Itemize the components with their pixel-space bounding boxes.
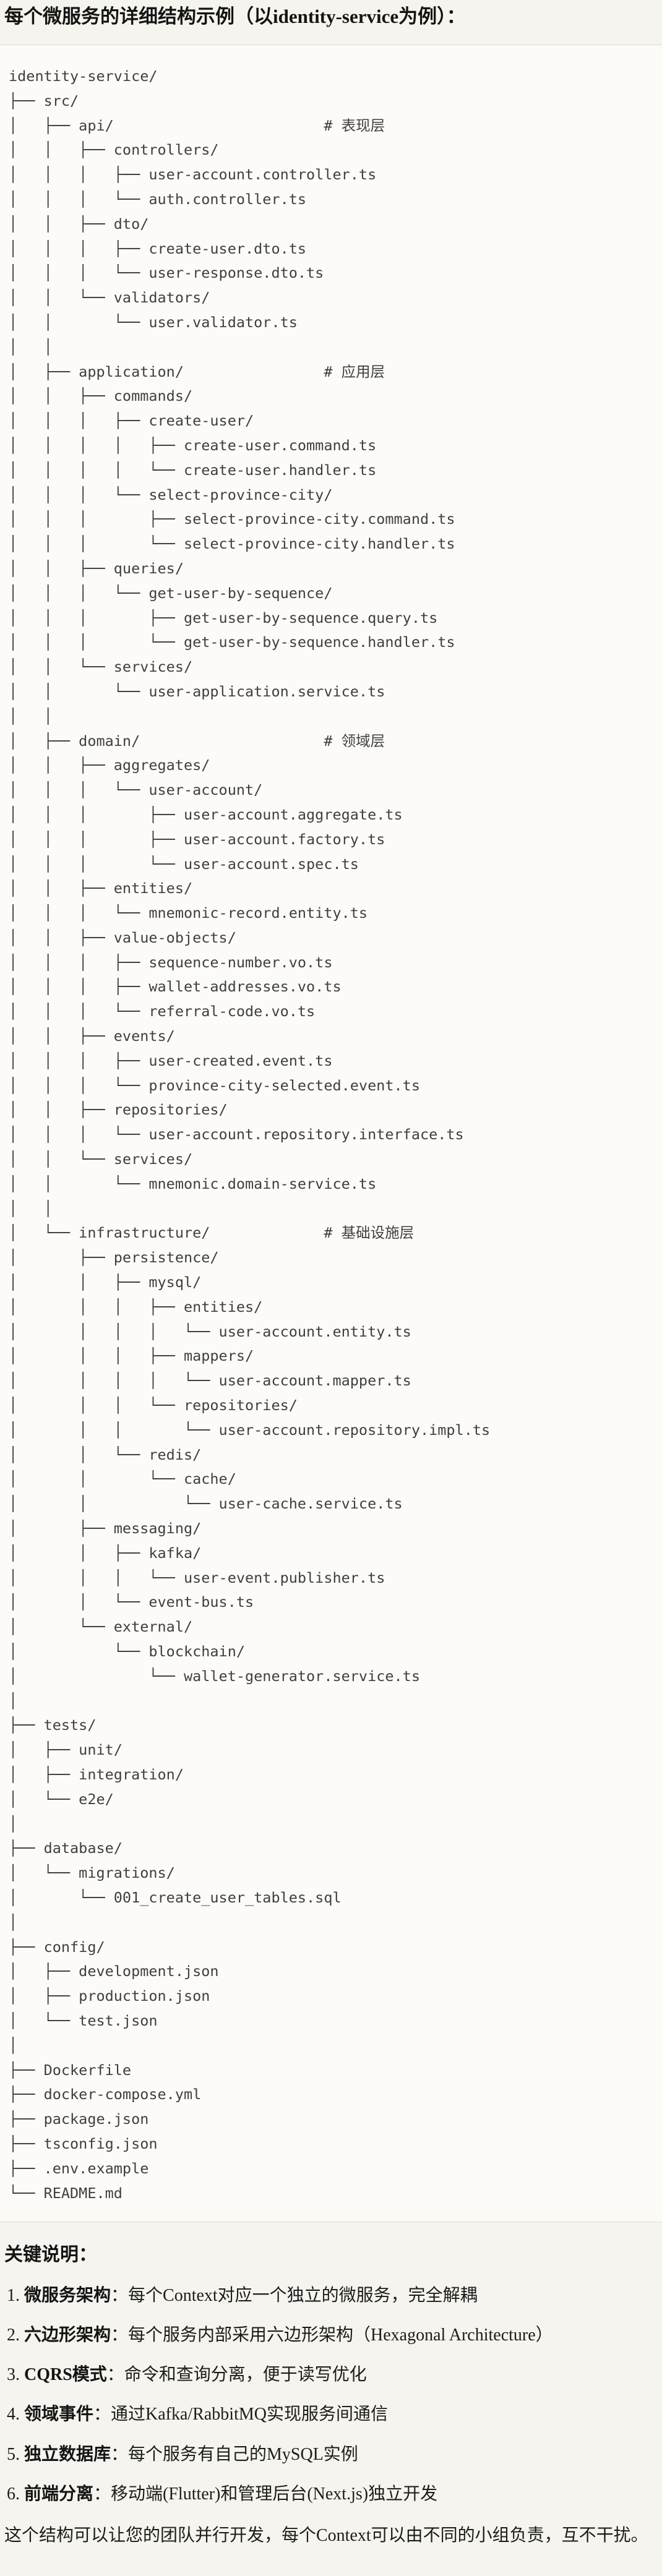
note-number: 1. <box>7 2285 20 2305</box>
note-term: 领域事件 <box>24 2405 94 2424</box>
key-notes-section: 关键说明： 1.微服务架构：每个Context对应一个独立的微服务，完全解耦 2… <box>0 2244 662 2576</box>
note-item-cqrs: 3.CQRS模式：命令和查询分离，便于读写优化 <box>4 2365 656 2385</box>
note-item-microservices: 1.微服务架构：每个Context对应一个独立的微服务，完全解耦 <box>4 2286 656 2306</box>
directory-tree: identity-service/ ├── src/ │ ├── api/ # … <box>9 67 491 2202</box>
note-item-hexagonal: 2.六边形架构：每个服务内部采用六边形架构（Hexagonal Architec… <box>4 2326 656 2345</box>
note-term: 六边形架构 <box>24 2326 111 2345</box>
note-description: ：每个服务内部采用六边形架构（Hexagonal Architecture） <box>111 2326 553 2345</box>
code-block: identity-service/ ├── src/ │ ├── api/ # … <box>0 45 662 2223</box>
note-item-independent-db: 5.独立数据库：每个服务有自己的MySQL实例 <box>4 2445 656 2465</box>
note-description: ：移动端(Flutter)和管理后台(Next.js)独立开发 <box>93 2484 438 2504</box>
note-term: CQRS模式 <box>24 2365 107 2385</box>
note-term: 独立数据库 <box>24 2444 111 2464</box>
note-item-frontend-separation: 6.前端分离：移动端(Flutter)和管理后台(Next.js)独立开发 <box>4 2484 656 2504</box>
note-description: ：每个Context对应一个独立的微服务，完全解耦 <box>111 2285 478 2305</box>
note-description: ：每个服务有自己的MySQL实例 <box>111 2444 358 2464</box>
note-description: ：通过Kafka/RabbitMQ实现服务间通信 <box>93 2405 388 2424</box>
notes-heading: 关键说明： <box>4 2244 97 2266</box>
note-number: 6. <box>7 2484 20 2504</box>
note-term: 微服务架构 <box>24 2285 111 2305</box>
note-number: 5. <box>7 2444 20 2464</box>
note-number: 4. <box>7 2405 20 2424</box>
note-number: 2. <box>7 2326 20 2345</box>
note-number: 3. <box>7 2365 20 2385</box>
note-description: ：命令和查询分离，便于读写优化 <box>106 2365 367 2385</box>
closing-paragraph: 这个结构可以让您的团队并行开发，每个Context可以由不同的小组负责，互不干扰… <box>4 2525 648 2545</box>
page-title: 每个微服务的详细结构示例（以identity-service为例）： <box>4 6 466 27</box>
note-item-domain-events: 4.领域事件：通过Kafka/RabbitMQ实现服务间通信 <box>4 2405 656 2424</box>
note-term: 前端分离 <box>24 2484 94 2504</box>
